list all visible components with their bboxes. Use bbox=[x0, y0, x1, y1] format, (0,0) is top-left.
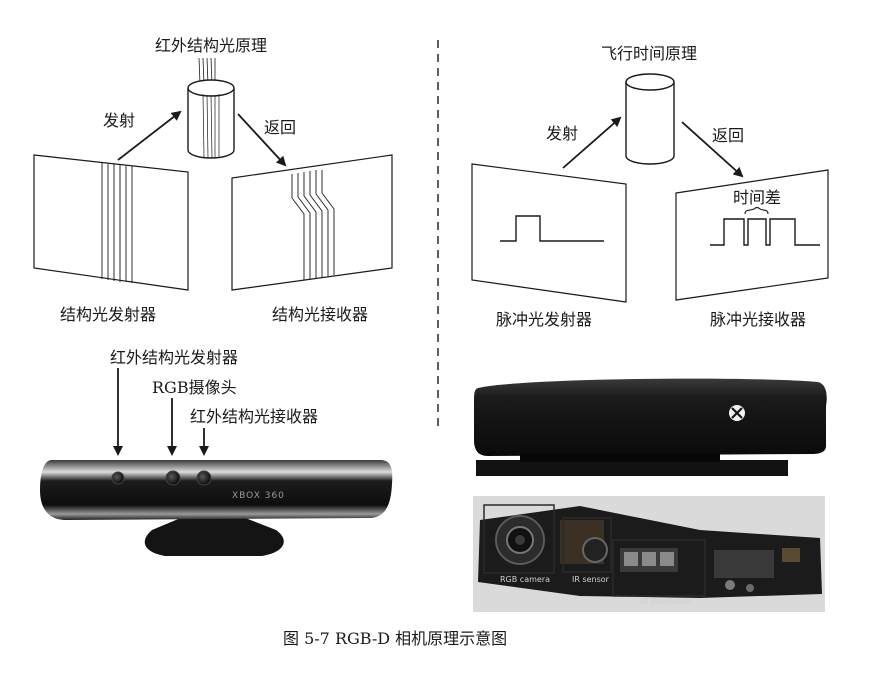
tof-diagram bbox=[471, 73, 829, 303]
ir-sensor-box bbox=[562, 517, 612, 573]
kinect-v1-stand bbox=[144, 512, 284, 556]
kinect-v1-bar bbox=[40, 460, 393, 520]
tof-return-arrow bbox=[681, 121, 744, 178]
pulse-receiver-label: 脉冲光接收器 bbox=[710, 310, 807, 329]
time-diff-brace bbox=[744, 206, 769, 215]
time-diff-label: 时间差 bbox=[733, 188, 782, 207]
rgb-camera-box bbox=[483, 504, 555, 574]
rgb-camera-lens bbox=[165, 470, 181, 486]
emit-arrow bbox=[117, 110, 182, 161]
tof-emit-label: 发射 bbox=[546, 124, 579, 143]
kinect-v1-brand-text: XBOX 360 bbox=[232, 491, 285, 501]
tof-return-label: 返回 bbox=[712, 126, 745, 145]
kinect-v2-stand bbox=[476, 460, 788, 476]
tof-title: 飞行时间原理 bbox=[601, 44, 698, 63]
structured-light-emitter-panel bbox=[33, 154, 189, 291]
ir-emitter-label: 红外结构光发射器 bbox=[110, 348, 239, 367]
structured-light-receiver-panel bbox=[231, 154, 393, 291]
ir-receiver-lens bbox=[196, 470, 212, 486]
kinect-v1-device: XBOX 360 bbox=[40, 368, 393, 556]
xbox-logo-icon bbox=[729, 405, 745, 421]
structured-light-receiver-label: 结构光接收器 bbox=[272, 305, 369, 324]
tof-cylinder bbox=[625, 73, 675, 165]
kinect-v2-body bbox=[474, 378, 827, 456]
tof-emit-arrow bbox=[562, 116, 622, 169]
kinect-v2-circuit-board: RGB camera IR sensor IR illuminator bbox=[473, 496, 825, 612]
ir-sensor-tag: IR sensor bbox=[572, 575, 610, 584]
pulse-receiver-panel bbox=[675, 169, 829, 301]
ir-illuminator-tag: IR illuminator bbox=[640, 597, 694, 606]
return-arrow bbox=[237, 113, 287, 167]
structured-light-diagram bbox=[33, 57, 393, 291]
rgb-camera-label: RGB摄像头 bbox=[152, 378, 237, 397]
kinect-v2-device: RGB camera IR sensor IR illuminator bbox=[473, 378, 827, 612]
emit-pulse-waveform bbox=[500, 215, 604, 242]
projector-cylinder bbox=[187, 79, 235, 159]
structured-light-return-label: 返回 bbox=[264, 118, 297, 137]
rgb-camera-tag: RGB camera bbox=[500, 575, 550, 584]
figure-caption: 图 5-7 RGB-D 相机原理示意图 bbox=[283, 629, 508, 648]
ir-emitter-lens bbox=[111, 471, 125, 485]
receive-pulse-waveform bbox=[710, 218, 820, 246]
structured-light-emitter-label: 结构光发射器 bbox=[60, 305, 157, 324]
structured-light-emit-label: 发射 bbox=[103, 111, 136, 130]
pulse-emitter-panel bbox=[471, 163, 627, 303]
pulse-emitter-label: 脉冲光发射器 bbox=[496, 310, 593, 329]
ir-receiver-label: 红外结构光接收器 bbox=[190, 407, 319, 426]
ir-illuminator-box bbox=[612, 539, 706, 597]
structured-light-title: 红外结构光原理 bbox=[155, 36, 268, 55]
